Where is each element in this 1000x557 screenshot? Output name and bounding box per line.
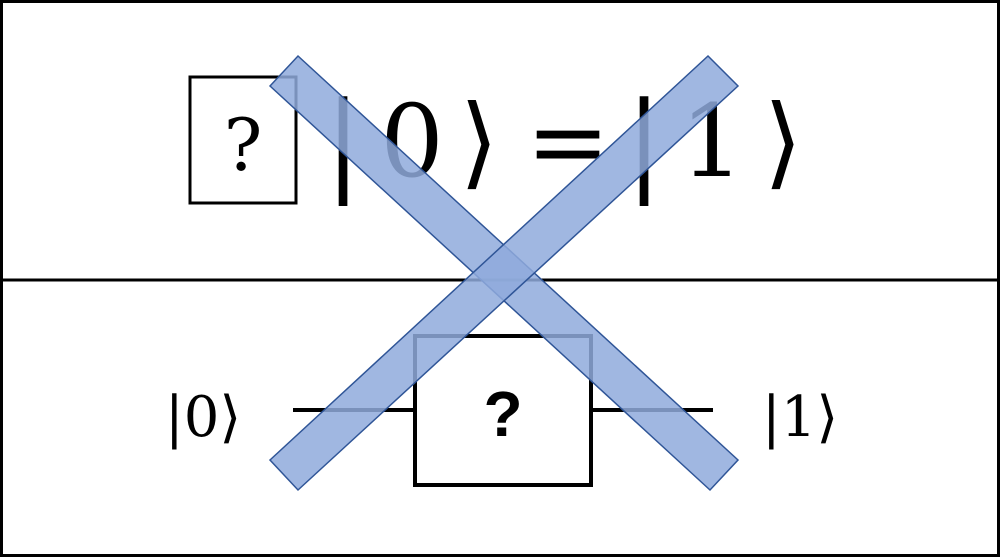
rhs-ket-angle: ⟩: [763, 83, 802, 200]
lhs-ket-angle: ⟩: [459, 83, 498, 200]
operator-placeholder: ?: [224, 103, 263, 187]
cross-out-mark: [268, 54, 740, 492]
circuit-panel: |0⟩ ? |1⟩: [165, 334, 838, 487]
gate-label: ?: [483, 378, 522, 450]
input-state-label: |0⟩: [165, 385, 241, 450]
output-state-label: |1⟩: [762, 385, 838, 450]
operator-box: [188, 75, 298, 205]
cross-stroke-ascending: [268, 54, 740, 492]
